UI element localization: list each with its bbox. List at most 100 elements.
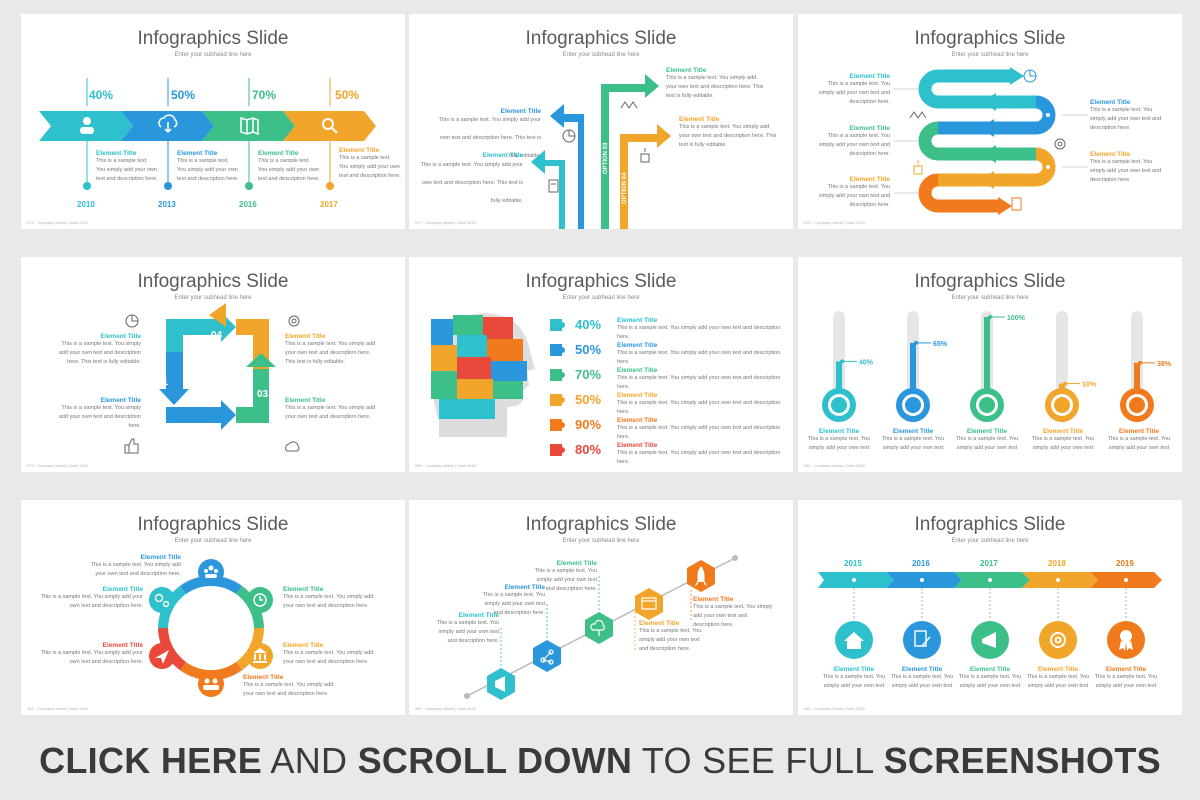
puzzle-icon	[550, 369, 565, 381]
element-text: This is a sample text. You simply add yo…	[58, 405, 141, 429]
element-title: Element Title	[285, 397, 326, 404]
slide-8[interactable]: Infographics Slide Enter your subhead li…	[409, 500, 793, 715]
element-block: Element Title This is a sample text. You…	[666, 67, 766, 101]
rocket-icon	[695, 566, 707, 586]
banner-text: TO SEE FULL	[632, 740, 884, 781]
slide-title: Infographics Slide	[525, 514, 677, 535]
percent-label: 50%	[575, 342, 602, 357]
element-text: This is a sample text. You simply add yo…	[1026, 674, 1090, 689]
gears-icon	[154, 593, 170, 608]
element-title: Element Title	[556, 560, 597, 567]
element-text: This is a sample text. You simply add yo…	[1090, 159, 1162, 183]
element-title: Element Title	[892, 428, 934, 435]
element-title: Element Title	[1090, 99, 1131, 106]
megaphone-icon	[982, 632, 996, 648]
slide-2[interactable]: Infographics Slide Enter your subhead li…	[409, 14, 793, 229]
slide-footer: 081 · Company Name | Date 2016	[804, 463, 865, 468]
element-text: This is a sample text. You simply add yo…	[283, 594, 374, 609]
thumbs-up-icon	[124, 438, 139, 454]
element-title: Element Title	[500, 108, 541, 115]
element-text: This is a sample text. You simply add yo…	[177, 158, 239, 182]
element-text: This is a sample text. You simply add yo…	[666, 75, 764, 99]
element-text: This is a sample text. You simply add yo…	[96, 158, 158, 182]
element-block: Element Title This is a sample text. You…	[339, 147, 401, 181]
thermometer-marker	[988, 315, 992, 319]
percent-label: 90%	[575, 417, 602, 432]
home-icon	[844, 632, 864, 649]
head-puzzle-graphic	[431, 313, 535, 437]
element-text: This is a sample text. You simply add yo…	[617, 425, 781, 440]
element-text: This is a sample text. You simply add yo…	[1094, 674, 1158, 689]
element-title: Element Title	[617, 442, 658, 449]
slide-6[interactable]: Infographics Slide Enter your subhead li…	[798, 257, 1182, 472]
element-title: Element Title	[1042, 428, 1084, 435]
thermometer-marker	[914, 340, 918, 345]
element-title: Element Title	[1105, 666, 1147, 673]
banner-click-here[interactable]: CLICK HERE	[39, 740, 263, 781]
element-title: Element Title	[482, 152, 523, 159]
element-title: Element Title	[243, 674, 284, 681]
slide-footer: 078 · Company Name | Date 2016	[804, 220, 865, 225]
element-text: This is a sample text. You simply add yo…	[958, 674, 1022, 689]
element-text: This is a sample text. You simply add yo…	[534, 568, 597, 592]
slide-3[interactable]: Infographics Slide Enter your subhead li…	[798, 14, 1182, 229]
element-block: Element Title This is a sample text. You…	[818, 176, 890, 210]
slide-1[interactable]: Infographics Slide Enter your subhead li…	[21, 14, 405, 229]
users-icon	[203, 678, 219, 690]
gear-icon	[1054, 138, 1066, 150]
element-text: This is a sample text. You simply add yo…	[482, 592, 545, 616]
slide-subtitle: Enter your subhead line here	[174, 295, 252, 301]
award-icon	[1119, 630, 1133, 651]
slide-subtitle: Enter your subhead line here	[951, 538, 1029, 544]
puzzle-icon	[550, 394, 565, 406]
slide-7[interactable]: Infographics Slide Enter your subhead li…	[21, 500, 405, 715]
slide-4[interactable]: Infographics Slide Enter your subhead li…	[21, 257, 405, 472]
element-text: This is a sample text. You simply add yo…	[617, 450, 781, 465]
year-label: 2013	[158, 200, 176, 209]
element-text: This is a sample text. You simply add yo…	[1031, 436, 1095, 451]
element-title: Element Title	[833, 666, 875, 673]
element-text: This is a sample text. You simply add yo…	[693, 604, 773, 628]
element-block: Element Title This is a sample text. You…	[818, 125, 890, 159]
pie-chart-icon	[562, 129, 576, 143]
element-title: Element Title	[617, 392, 658, 399]
gear-icon	[288, 315, 300, 327]
user-icon	[80, 117, 94, 134]
element-text: This is a sample text. You simply add yo…	[639, 628, 702, 652]
element-title: Element Title	[1090, 151, 1131, 158]
percent-label: 40%	[89, 88, 114, 102]
cta-banner[interactable]: CLICK HERE AND SCROLL DOWN TO SEE FULL S…	[0, 740, 1200, 782]
cycle-number: 04	[211, 330, 223, 341]
click-icon	[913, 160, 923, 175]
slide-5[interactable]: Infographics Slide Enter your subhead li…	[409, 257, 793, 472]
slide-title: Infographics Slide	[137, 28, 289, 49]
year-label: 2019	[1116, 559, 1134, 568]
element-title: Element Title	[177, 150, 218, 157]
element-text: This is a sample text. You simply add yo…	[679, 124, 777, 148]
document-edit-icon	[914, 630, 931, 647]
element-block: Element Title This is a sample text. You…	[285, 333, 377, 367]
element-title: Element Title	[679, 116, 720, 123]
element-block: Element Title This is a sample text. You…	[258, 150, 320, 184]
slide-footer: 083 · Company Name | Date 2016	[415, 706, 476, 711]
element-title: Element Title	[617, 317, 658, 324]
megaphone-icon	[495, 676, 505, 692]
slide-subtitle: Enter your subhead line here	[174, 538, 252, 544]
element-title: Element Title	[339, 147, 380, 154]
element-text: This is a sample text. You simply add yo…	[617, 375, 781, 390]
element-block: Element Title This is a sample text. You…	[1090, 151, 1162, 185]
slide-9[interactable]: Infographics Slide Enter your subhead li…	[798, 500, 1182, 715]
option-label: OPTION 04	[622, 172, 628, 204]
browser-icon	[641, 597, 657, 610]
